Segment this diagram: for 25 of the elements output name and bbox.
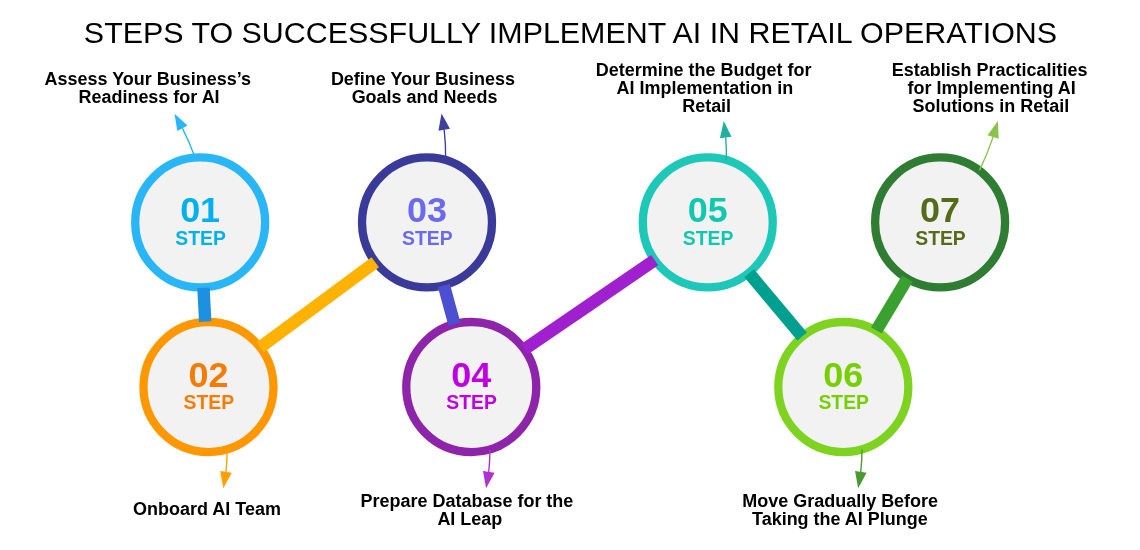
arrow <box>854 448 867 489</box>
arrow <box>719 120 731 161</box>
connector <box>870 275 913 334</box>
node-circle: 02 STEP <box>138 317 278 457</box>
node-text: Assess Your Business’s Readiness for AI <box>44 69 251 108</box>
node-text: Establish Practicalities for Implementing AI Solutions in Retail <box>891 60 1087 117</box>
arrow <box>219 448 232 489</box>
node-text: Move Gradually Before Taking the AI Plunge <box>741 490 938 529</box>
connector <box>743 269 807 341</box>
connector <box>520 255 658 355</box>
arrow <box>437 113 450 161</box>
node-circle: 01 STEP <box>130 153 269 292</box>
node-circle: 03 STEP <box>357 153 496 292</box>
node-text: Determine the Budget for AI Implementation in Retail <box>595 60 811 117</box>
node-circle: 05 STEP <box>638 153 777 292</box>
node-circle: 07 STEP <box>870 153 1009 292</box>
node-text: Onboard AI Team <box>132 498 281 519</box>
node-text: Prepare Database for the AI Leap <box>360 490 573 529</box>
connector <box>256 257 379 353</box>
node-circle: 06 STEP <box>773 317 912 457</box>
arrow <box>978 121 999 172</box>
node-circle: 04 STEP <box>401 317 540 457</box>
arrow <box>482 448 494 489</box>
diagram-title: STEPS TO SUCCESSFULLY IMPLEMENT AI IN RETAIL OPERATIONS <box>83 15 1057 50</box>
node-text: Define Your Business Goals and Needs <box>330 69 515 108</box>
